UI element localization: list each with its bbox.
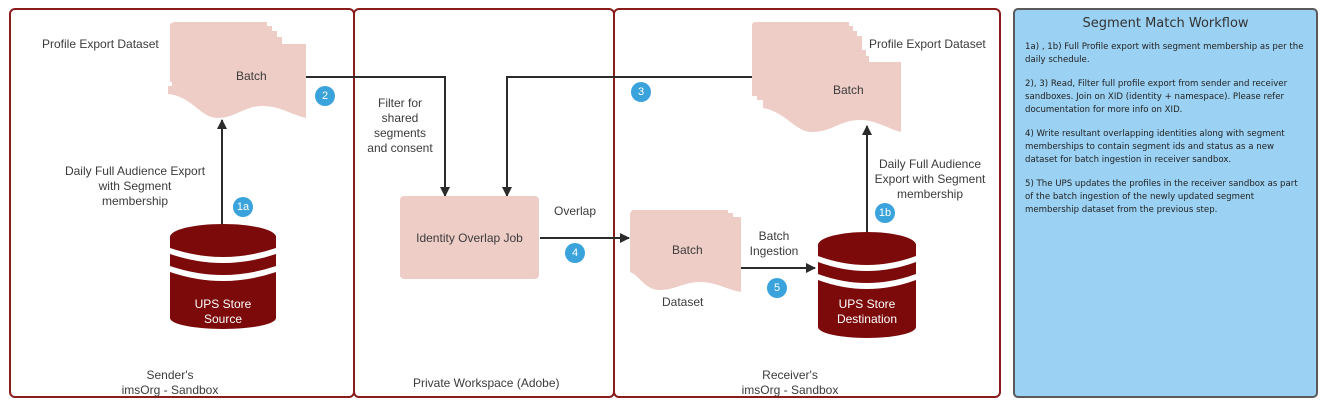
source-db-label: UPS Store Source (194, 297, 252, 326)
workflow-step-1: 1a) , 1b) Full Profile export with segme… (1025, 42, 1304, 65)
sender-batch-label: Batch (236, 69, 267, 83)
step-badge-3: 3 (631, 82, 651, 102)
arrow-receiver-batch-to-job (502, 76, 752, 197)
workflow-step-3: 4) Write resultant overlapping identitie… (1025, 129, 1285, 165)
overlap-batch-shape[interactable] (630, 210, 741, 292)
step-badge-2: 2 (315, 86, 335, 106)
sender-panel-title: Sender's imsOrg - Sandbox (121, 368, 219, 397)
workflow-step-2: 2), 3) Read, Filter full profile export … (1025, 79, 1288, 115)
filter-label: Filter for shared segments and consent (367, 96, 433, 155)
identity-overlap-job[interactable]: Identity Overlap Job (400, 196, 539, 279)
workspace-panel-title: Private Workspace (Adobe) (413, 376, 560, 390)
workflow-title: Segment Match Workflow (1082, 16, 1249, 31)
step-badge-5: 5 (767, 278, 787, 298)
overlap-batch-label: Batch (672, 243, 703, 257)
step-badge-1b: 1b (875, 203, 895, 223)
destination-db-label: UPS Store Destination (836, 297, 898, 326)
receiver-export-label: Daily Full Audience Export with Segment … (874, 157, 986, 201)
ups-store-source-db[interactable] (170, 224, 276, 329)
receiver-sandbox-panel (613, 8, 1001, 398)
arrow-sender-batch-to-job (306, 76, 450, 197)
receiver-panel-title: Receiver's imsOrg - Sandbox (741, 368, 839, 397)
receiver-batch-shape[interactable] (752, 22, 901, 132)
sender-export-label: Daily Full Audience Export with Segment … (64, 164, 206, 208)
overlap-label: Overlap (554, 204, 597, 218)
workflow-info-panel: Segment Match Workflow 1a) , 1b) Full Pr… (1013, 8, 1318, 398)
overlap-dataset-label: Dataset (662, 295, 704, 309)
sender-dataset-label: Profile Export Dataset (42, 37, 159, 51)
receiver-dataset-label: Profile Export Dataset (869, 37, 986, 51)
step-badge-4: 4 (565, 243, 585, 263)
batch-ingestion-label: Batch Ingestion (749, 229, 799, 258)
ups-store-destination-db[interactable] (818, 232, 916, 338)
step-badge-1a: 1a (233, 197, 253, 217)
receiver-batch-label: Batch (833, 83, 864, 97)
workflow-step-4: 5) The UPS updates the profiles in the r… (1025, 179, 1298, 215)
sender-batch-shape[interactable] (168, 22, 306, 118)
